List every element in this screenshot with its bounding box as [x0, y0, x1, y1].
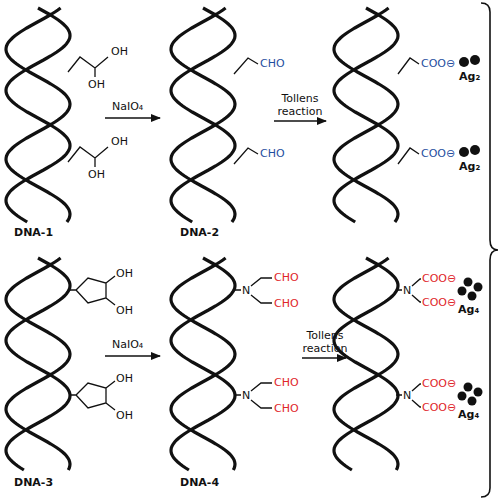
- aldehyde-group: CHO: [260, 57, 285, 70]
- silver-cluster-label: Ag₄: [458, 303, 479, 316]
- carboxylate-group: COO⊖: [422, 272, 456, 285]
- curly-bracket: [481, 3, 498, 497]
- hydroxyl-group: OH: [88, 78, 105, 91]
- helix-strand: [6, 8, 70, 222]
- dna-name: DNA-3: [14, 476, 53, 489]
- aldehyde-group: CHO: [274, 271, 299, 284]
- carboxylate-group: COO⊖: [421, 57, 455, 70]
- hydroxyl-group: OH: [116, 409, 133, 422]
- nitrogen-atom: N: [403, 389, 411, 402]
- nitrogen-atom: N: [242, 284, 250, 297]
- reagent-label: Tollens reaction: [272, 92, 328, 118]
- helix-strand: [334, 258, 398, 470]
- helix-strand: [171, 8, 235, 222]
- chemical-bonds: [68, 57, 421, 410]
- hydroxyl-group: OH: [111, 45, 128, 58]
- silver-cluster-label: Ag₄: [458, 408, 479, 421]
- aldehyde-group: CHO: [274, 402, 299, 415]
- helix-strand: [171, 8, 235, 222]
- helix-strand: [171, 258, 235, 470]
- reagent-label: Tollens reaction: [297, 329, 353, 355]
- aldehyde-group: CHO: [274, 376, 299, 389]
- hydroxyl-group: OH: [116, 372, 133, 385]
- hydroxyl-group: OH: [116, 267, 133, 280]
- helix-strand: [334, 8, 398, 222]
- hydroxyl-group: OH: [88, 168, 105, 181]
- carboxylate-group: COO⊖: [422, 296, 456, 309]
- hydroxyl-group: OH: [116, 304, 133, 317]
- aldehyde-group: CHO: [274, 297, 299, 310]
- helix-strand: [171, 258, 235, 470]
- helix-strand: [6, 258, 70, 470]
- helix-strand: [6, 8, 70, 222]
- helix-strand: [334, 8, 398, 222]
- reaction-arrow: [105, 118, 346, 358]
- silver-cluster-label: Ag₂: [459, 70, 480, 83]
- nitrogen-atom: N: [403, 284, 411, 297]
- dna-name: DNA-1: [14, 226, 53, 239]
- silver-cluster-label: Ag₂: [459, 160, 480, 173]
- helix-strand: [6, 258, 70, 470]
- nitrogen-atom: N: [242, 389, 250, 402]
- dna-name: DNA-4: [180, 476, 219, 489]
- dna-name: DNA-2: [180, 226, 219, 239]
- hydroxyl-group: OH: [111, 135, 128, 148]
- carboxylate-group: COO⊖: [422, 401, 456, 414]
- helix-strand: [334, 258, 398, 470]
- dna-helix: [6, 8, 398, 470]
- carboxylate-group: COO⊖: [421, 147, 455, 160]
- carboxylate-group: COO⊖: [422, 377, 456, 390]
- silver-cluster: [458, 55, 483, 406]
- reagent-label: NaIO₄: [112, 100, 143, 113]
- aldehyde-group: CHO: [260, 147, 285, 160]
- reagent-label: NaIO₄: [112, 338, 143, 351]
